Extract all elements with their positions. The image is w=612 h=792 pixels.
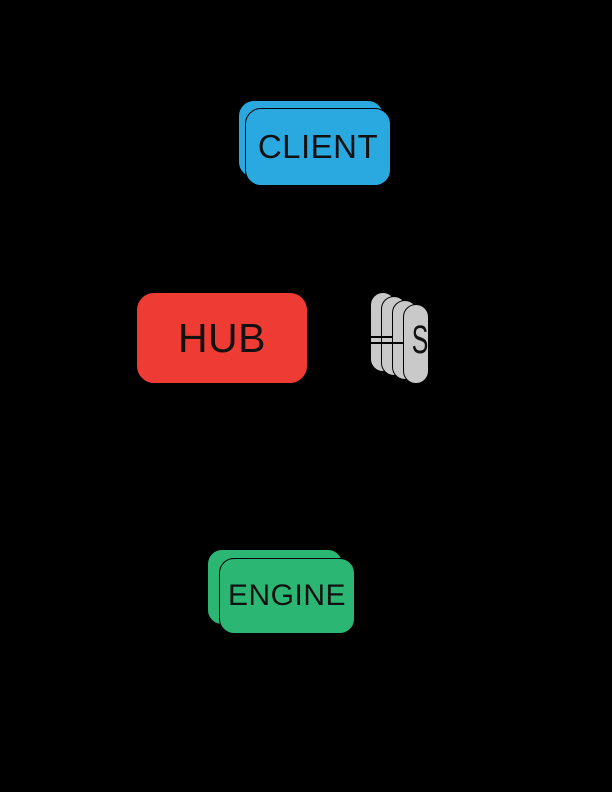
client-node: CLIENT bbox=[245, 108, 391, 186]
scheduler-label: S bbox=[411, 317, 429, 362]
hub-label: HUB bbox=[177, 314, 267, 361]
client-label: CLIENT bbox=[257, 128, 379, 165]
engine-label: ENGINE bbox=[227, 579, 347, 612]
hub-scheduler-connector-line-1 bbox=[308, 336, 394, 338]
hub-scheduler-connector-line-2 bbox=[308, 342, 405, 344]
engine-node: ENGINE bbox=[219, 558, 355, 634]
hub-node: HUB bbox=[136, 292, 308, 384]
scheduler-pill-front bbox=[403, 304, 429, 384]
